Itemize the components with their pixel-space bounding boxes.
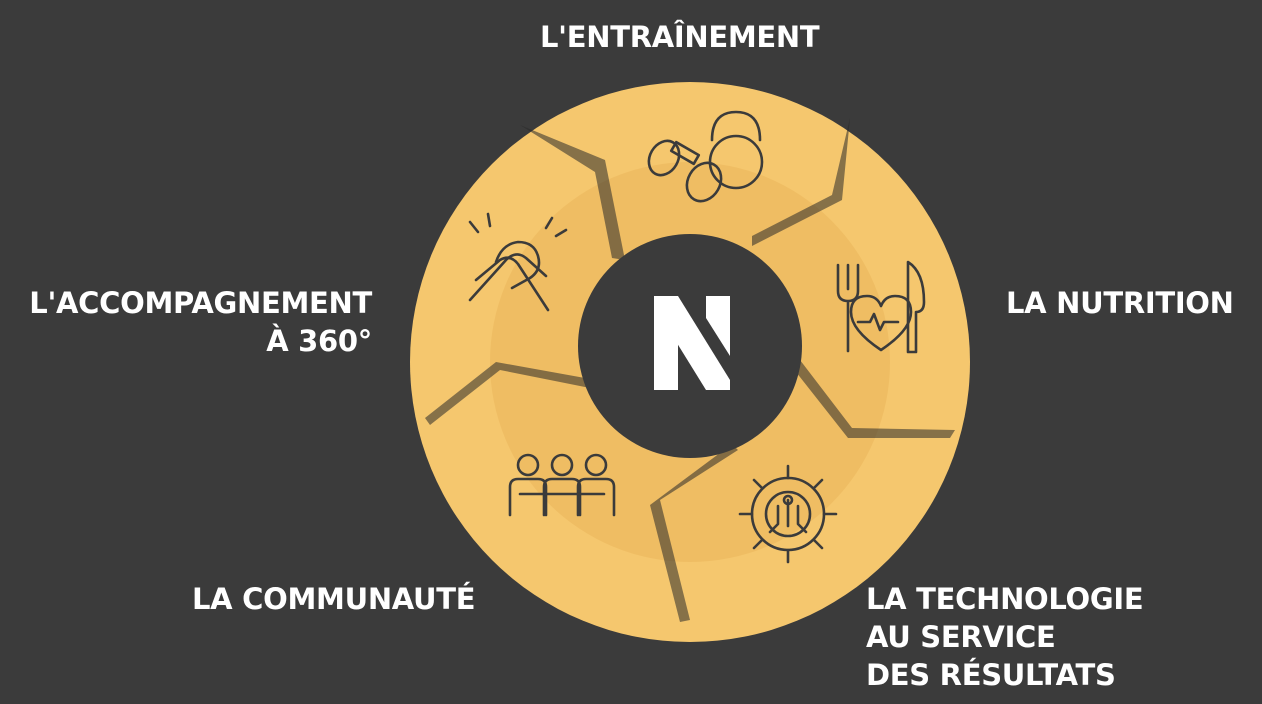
n-logo <box>654 296 730 390</box>
separator-bottom <box>650 444 738 622</box>
separator-top-left <box>520 125 625 260</box>
dumbbell-bar <box>669 140 701 166</box>
fork-heart-knife-icon <box>836 260 926 354</box>
label-technology-line-1: LA TECHNOLOGIE <box>866 582 1144 616</box>
team-people-icon <box>508 453 616 517</box>
handshake-icon <box>468 212 568 312</box>
label-nutrition-text: LA NUTRITION <box>1006 286 1234 320</box>
separator-top-right <box>752 118 850 246</box>
label-technology-line-2: AU SERVICE <box>866 620 1056 654</box>
label-community: LA COMMUNAUTÉ <box>192 580 476 618</box>
kettlebell-handle <box>710 110 762 142</box>
person-right-head <box>584 453 608 477</box>
dumbbell-weight-right <box>685 161 723 203</box>
segment-separators <box>425 118 955 622</box>
separator-right <box>796 360 955 438</box>
heart <box>849 294 913 352</box>
label-nutrition: LA NUTRITION <box>1006 284 1234 322</box>
gear-circuit-icon <box>738 464 838 564</box>
clasped-hands <box>494 240 541 290</box>
n-logo-right-bar <box>706 296 730 356</box>
dumbbell-kettlebell-icon <box>647 110 764 203</box>
label-support: L'ACCOMPAGNEMENT À 360° <box>12 284 372 360</box>
label-training-text: L'ENTRAÎNEMENT <box>540 20 820 54</box>
person-middle-head <box>550 453 574 477</box>
gear-teeth <box>738 464 838 564</box>
spark-lines <box>468 212 568 238</box>
label-training: L'ENTRAÎNEMENT <box>540 18 820 56</box>
separator-left <box>425 362 600 425</box>
arm-left <box>468 253 548 302</box>
label-support-line-2: À 360° <box>266 324 372 358</box>
label-community-text: LA COMMUNAUTÉ <box>192 582 476 616</box>
gear-inner-ring <box>764 490 812 538</box>
n-logo-diagonal <box>654 296 730 390</box>
label-support-line-1: L'ACCOMPAGNEMENT <box>29 286 372 320</box>
circuit-node <box>782 494 794 506</box>
heart-pulse-line <box>856 312 900 332</box>
dumbbell-weight-left <box>647 139 681 177</box>
fork <box>836 263 860 353</box>
label-technology-line-3: DES RÉSULTATS <box>866 658 1116 692</box>
person-bodies <box>508 477 616 517</box>
arm-right <box>474 256 550 312</box>
person-left-head <box>516 453 540 477</box>
knife <box>906 260 926 354</box>
label-technology: LA TECHNOLOGIE AU SERVICE DES RÉSULTATS <box>866 580 1144 694</box>
